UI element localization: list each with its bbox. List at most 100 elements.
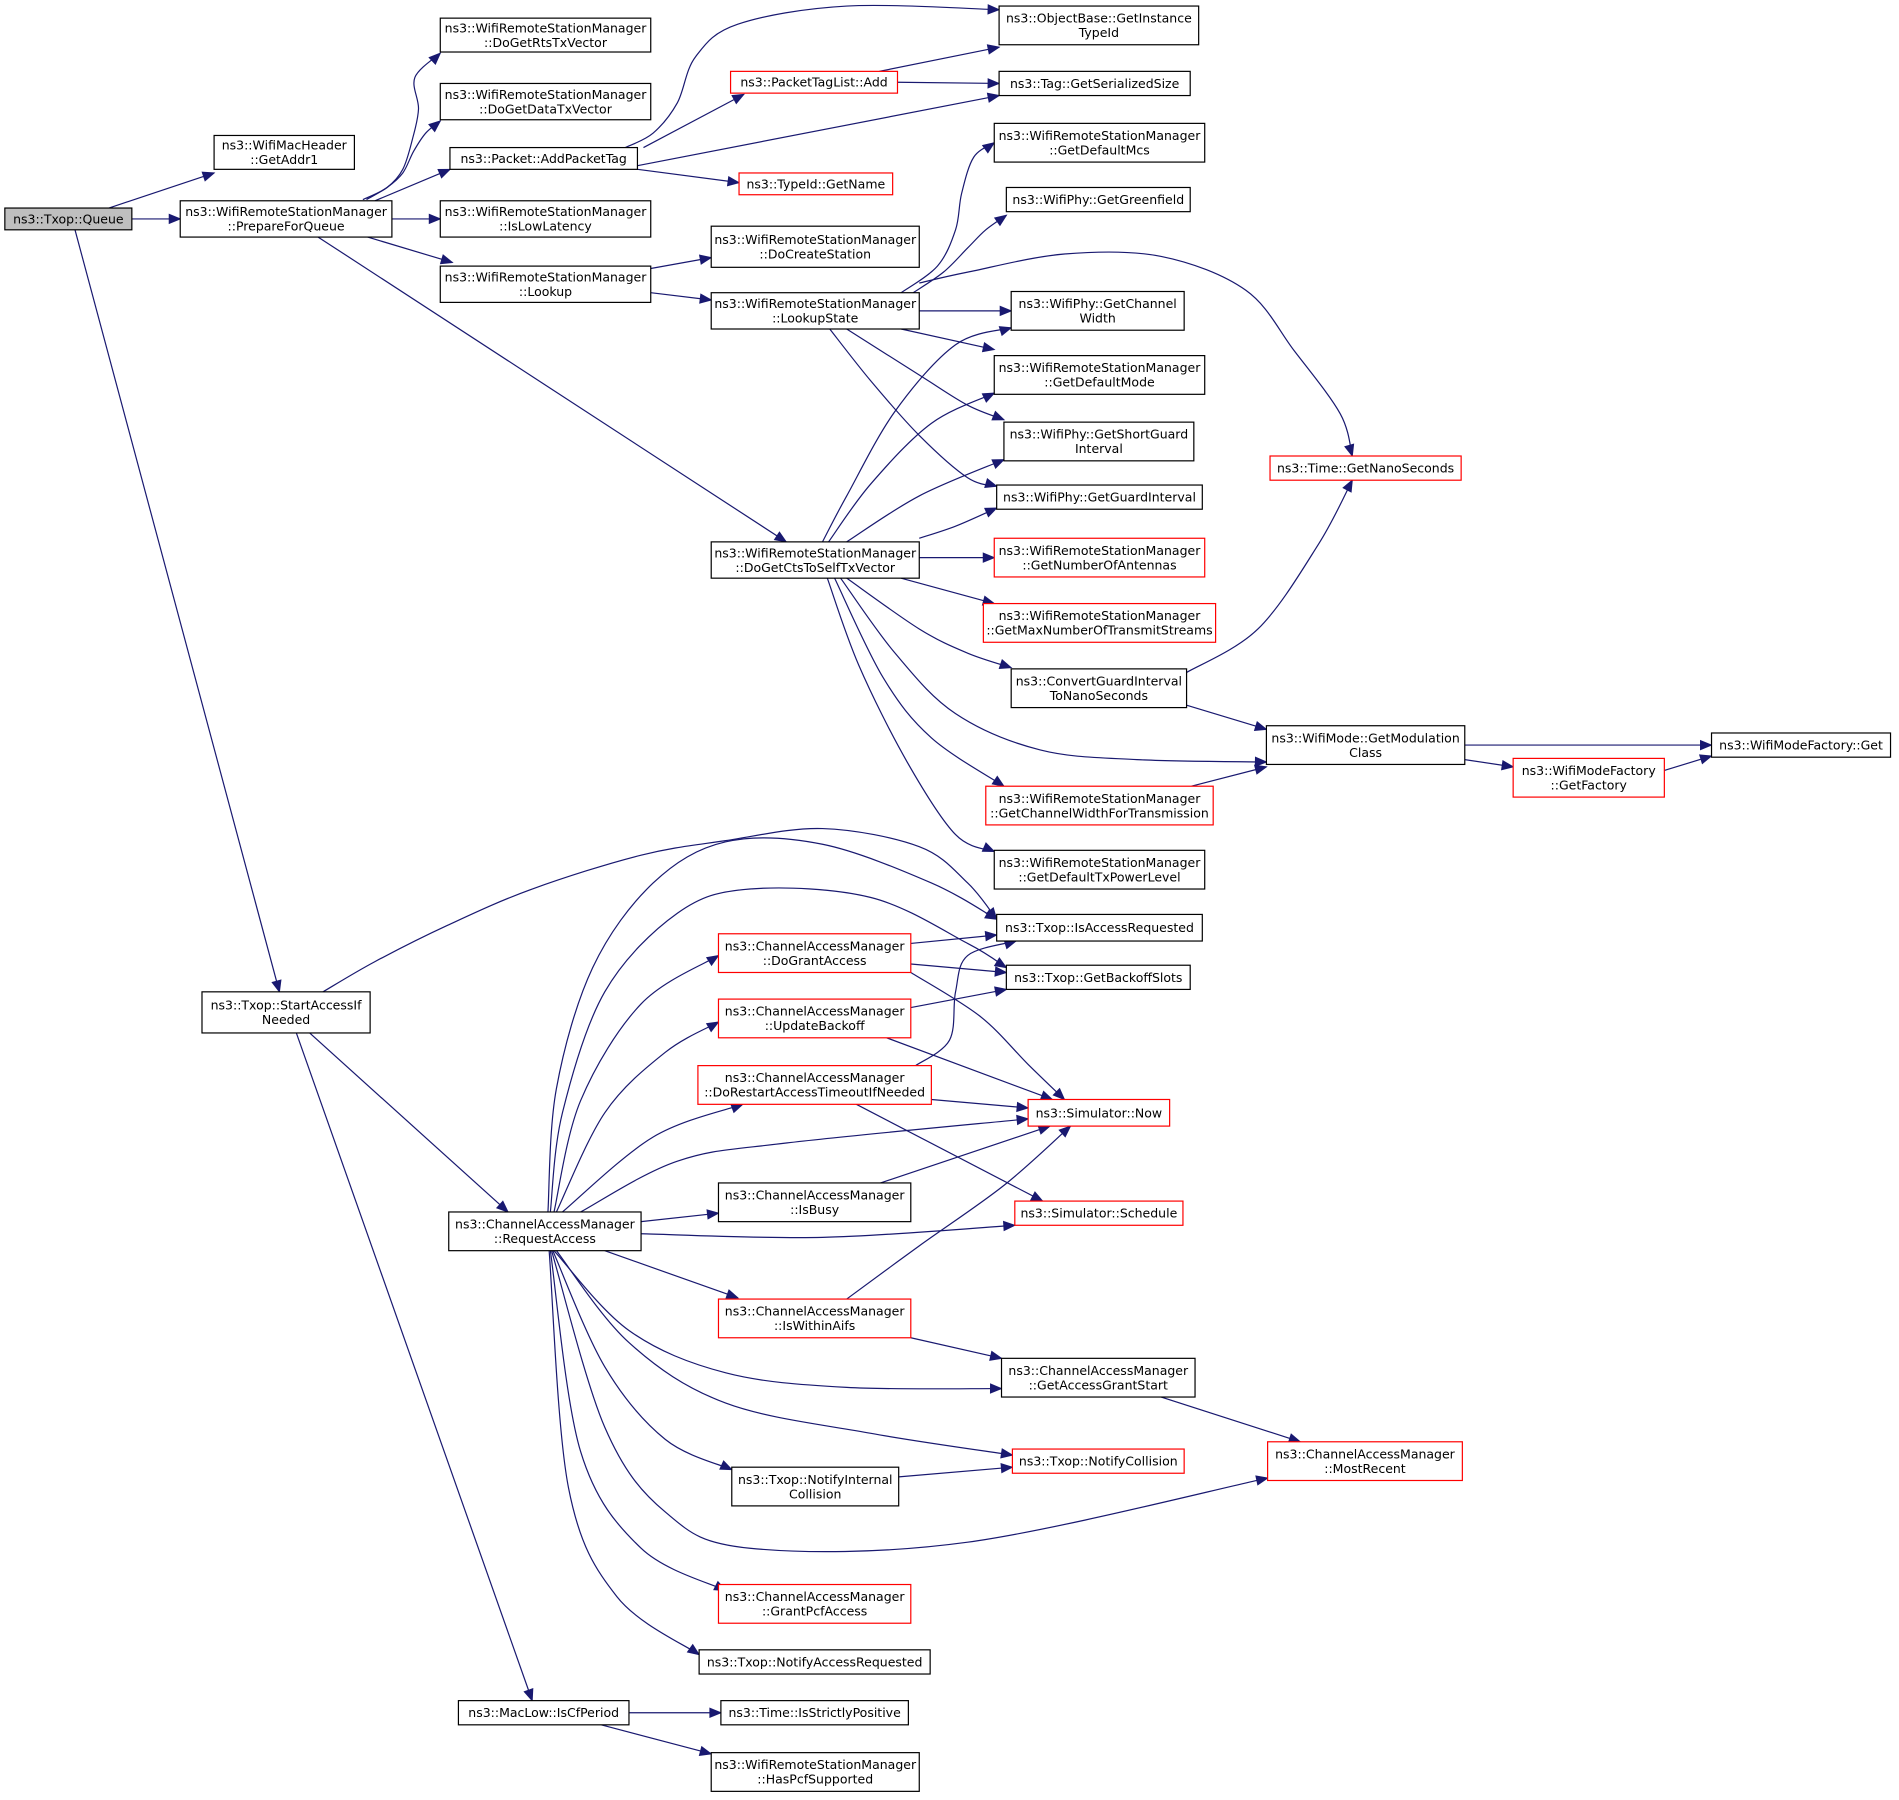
node-label: ns3::WifiRemoteStationManager xyxy=(714,545,917,560)
node-getDefaultTxPowerLevel[interactable]: ns3::WifiRemoteStationManager::GetDefaul… xyxy=(993,849,1206,890)
node-isLowLatency[interactable]: ns3::WifiRemoteStationManager::IsLowLate… xyxy=(439,200,652,238)
node-getAccessGrantStart[interactable]: ns3::ChannelAccessManager::GetAccessGran… xyxy=(1000,1357,1196,1398)
node-box xyxy=(1010,290,1185,331)
node-isBusy[interactable]: ns3::ChannelAccessManager::IsBusy xyxy=(717,1182,912,1223)
node-label: ns3::WifiRemoteStationManager xyxy=(999,855,1202,870)
node-lookupState[interactable]: ns3::WifiRemoteStationManager::LookupSta… xyxy=(710,292,920,330)
node-doGetRtsTxVector[interactable]: ns3::WifiRemoteStationManager::DoGetRtsT… xyxy=(439,17,652,53)
node-getGuardInterval[interactable]: ns3::WifiPhy::GetGuardInterval xyxy=(996,484,1203,510)
edge-doGetCtsToSelfTxVector-to-getGuardInterval xyxy=(919,507,998,539)
node-getChannelWidthForTransmission[interactable]: ns3::WifiRemoteStationManager::GetChanne… xyxy=(985,785,1214,826)
node-getFactory[interactable]: ns3::WifiModeFactory::GetFactory xyxy=(1512,757,1665,798)
node-label: ns3::WifiRemoteStationManager xyxy=(445,20,648,35)
node-label: ns3::WifiRemoteStationManager xyxy=(999,608,1202,623)
node-label: ns3::ChannelAccessManager xyxy=(1008,1363,1189,1378)
node-getDefaultMode[interactable]: ns3::WifiRemoteStationManager::GetDefaul… xyxy=(993,355,1206,395)
edge-doGetCtsToSelfTxVector-to-getDefaultTxPowerLevel xyxy=(826,577,996,853)
node-simulatorNow[interactable]: ns3::Simulator::Now xyxy=(1027,1098,1171,1127)
node-doGetDataTxVector[interactable]: ns3::WifiRemoteStationManager::DoGetData… xyxy=(439,82,652,121)
node-lookup[interactable]: ns3::WifiRemoteStationManager::Lookup xyxy=(439,265,652,303)
node-doGetCtsToSelfTxVector[interactable]: ns3::WifiRemoteStationManager::DoGetCtsT… xyxy=(710,541,920,579)
node-updateBackoff[interactable]: ns3::ChannelAccessManager::UpdateBackoff xyxy=(717,998,912,1039)
node-label: ::GetDefaultTxPowerLevel xyxy=(1018,869,1180,884)
edge-line xyxy=(1186,704,1267,730)
edge-line xyxy=(840,577,1267,763)
node-getAddr1[interactable]: ns3::WifiMacHeader::GetAddr1 xyxy=(213,134,355,170)
node-timeGetNanoSeconds[interactable]: ns3::Time::GetNanoSeconds xyxy=(1269,455,1462,481)
node-box xyxy=(998,70,1191,97)
node-label: ns3::Time::IsStrictlyPositive xyxy=(728,1705,901,1720)
node-isWithinAifs[interactable]: ns3::ChannelAccessManager::IsWithinAifs xyxy=(717,1298,912,1339)
node-notifyAccessRequested[interactable]: ns3::Txop::NotifyAccessRequested xyxy=(698,1649,931,1675)
node-label: ::MostRecent xyxy=(1324,1461,1406,1476)
node-label: ::HasPcfSupported xyxy=(757,1772,873,1787)
edge-lookupState-to-getDefaultMode xyxy=(900,328,996,353)
node-getMaxNumberOfTransmitStreams[interactable]: ns3::WifiRemoteStationManager::GetMaxNum… xyxy=(982,602,1217,643)
node-getChannelWidth[interactable]: ns3::WifiPhy::GetChannelWidth xyxy=(1010,290,1185,331)
node-root[interactable]: ns3::Txop::Queue xyxy=(4,207,133,231)
node-label: ns3::Packet::AddPacketTag xyxy=(460,151,626,166)
node-box xyxy=(993,122,1206,163)
node-label: ns3::WifiPhy::GetChannel xyxy=(1019,296,1177,311)
node-doGrantAccess[interactable]: ns3::ChannelAccessManager::DoGrantAccess xyxy=(717,933,912,974)
node-box xyxy=(439,200,652,238)
arrowhead-icon xyxy=(1255,1475,1269,1486)
edge-addPacketTag-to-tagGetSerializedSize xyxy=(637,92,1001,167)
edges-layer xyxy=(74,4,1713,1756)
arrowhead-icon xyxy=(994,966,1008,977)
node-getBackoffSlots[interactable]: ns3::Txop::GetBackoffSlots xyxy=(1005,964,1191,991)
node-isStrictlyPositive[interactable]: ns3::Time::IsStrictlyPositive xyxy=(720,1700,909,1726)
node-label: ns3::WifiRemoteStationManager xyxy=(185,204,388,219)
node-label: ::PrepareForQueue xyxy=(228,219,345,234)
edge-line xyxy=(910,963,1007,974)
arrowhead-icon xyxy=(719,1460,733,1471)
node-label: ::IsWithinAifs xyxy=(774,1318,855,1333)
edge-doGetCtsToSelfTxVector-to-getNumberOfAntennas xyxy=(919,552,996,563)
node-grantPcfAccess[interactable]: ns3::ChannelAccessManager::GrantPcfAcces… xyxy=(717,1583,912,1624)
edge-requestAccess-to-simulatorNow xyxy=(580,1114,1030,1213)
node-notifyCollision[interactable]: ns3::Txop::NotifyCollision xyxy=(1011,1448,1185,1474)
node-packetTagListAdd[interactable]: ns3::PacketTagList::Add xyxy=(729,70,899,94)
edge-line xyxy=(552,1250,733,1471)
node-doRestartAccessTimeout[interactable]: ns3::ChannelAccessManager::DoRestartAcce… xyxy=(697,1065,932,1105)
node-addPacketTag[interactable]: ns3::Packet::AddPacketTag xyxy=(449,146,639,170)
edge-line xyxy=(900,577,995,605)
edge-line xyxy=(846,1125,1071,1300)
edge-lookupState-to-getChannelWidth xyxy=(919,305,1013,317)
node-requestAccess[interactable]: ns3::ChannelAccessManager::RequestAccess xyxy=(448,1211,642,1252)
node-label: ns3::ChannelAccessManager xyxy=(725,1304,906,1319)
node-getNumberOfAntennas[interactable]: ns3::WifiRemoteStationManager::GetNumber… xyxy=(993,537,1206,578)
edge-line xyxy=(898,1466,1013,1478)
node-wifiModeFactoryGet[interactable]: ns3::WifiModeFactory::Get xyxy=(1710,732,1892,758)
arrowhead-icon xyxy=(726,175,741,187)
node-label: ns3::Txop::Queue xyxy=(13,211,124,226)
node-simulatorSchedule[interactable]: ns3::Simulator::Schedule xyxy=(1014,1200,1184,1226)
arrowhead-icon xyxy=(709,1707,723,1718)
node-isAccessRequested[interactable]: ns3::Txop::IsAccessRequested xyxy=(996,913,1203,942)
node-mostRecent[interactable]: ns3::ChannelAccessManager::MostRecent xyxy=(1267,1441,1463,1482)
node-tagGetSerializedSize[interactable]: ns3::Tag::GetSerializedSize xyxy=(998,70,1191,97)
node-box xyxy=(998,5,1200,46)
node-doCreateStation[interactable]: ns3::WifiRemoteStationManager::DoCreateS… xyxy=(710,225,920,268)
node-prepareForQueue[interactable]: ns3::WifiRemoteStationManager::PrepareFo… xyxy=(179,200,393,238)
edge-lookupState-to-getDefaultMcs xyxy=(900,141,996,294)
edge-getModulationClass-to-wifiModeFactoryGet xyxy=(1464,739,1713,751)
node-isCfPeriod[interactable]: ns3::MacLow::IsCfPeriod xyxy=(457,1700,630,1726)
node-hasPcfSupported[interactable]: ns3::WifiRemoteStationManager::HasPcfSup… xyxy=(710,1752,920,1792)
edge-line xyxy=(886,1037,1053,1101)
node-label: ns3::ChannelAccessManager xyxy=(725,1188,906,1203)
edge-doGrantAccess-to-simulatorNow xyxy=(910,971,1066,1101)
node-getDefaultMcs[interactable]: ns3::WifiRemoteStationManager::GetDefaul… xyxy=(993,122,1206,163)
node-label: Collision xyxy=(789,1486,841,1501)
node-box xyxy=(4,207,133,231)
edge-requestAccess-to-isWithinAifs xyxy=(604,1250,740,1299)
edge-line xyxy=(879,46,1000,72)
node-getGreenfield[interactable]: ns3::WifiPhy::GetGreenfield xyxy=(1005,186,1191,213)
node-typeIdGetName[interactable]: ns3::TypeId::GetName xyxy=(738,172,894,196)
